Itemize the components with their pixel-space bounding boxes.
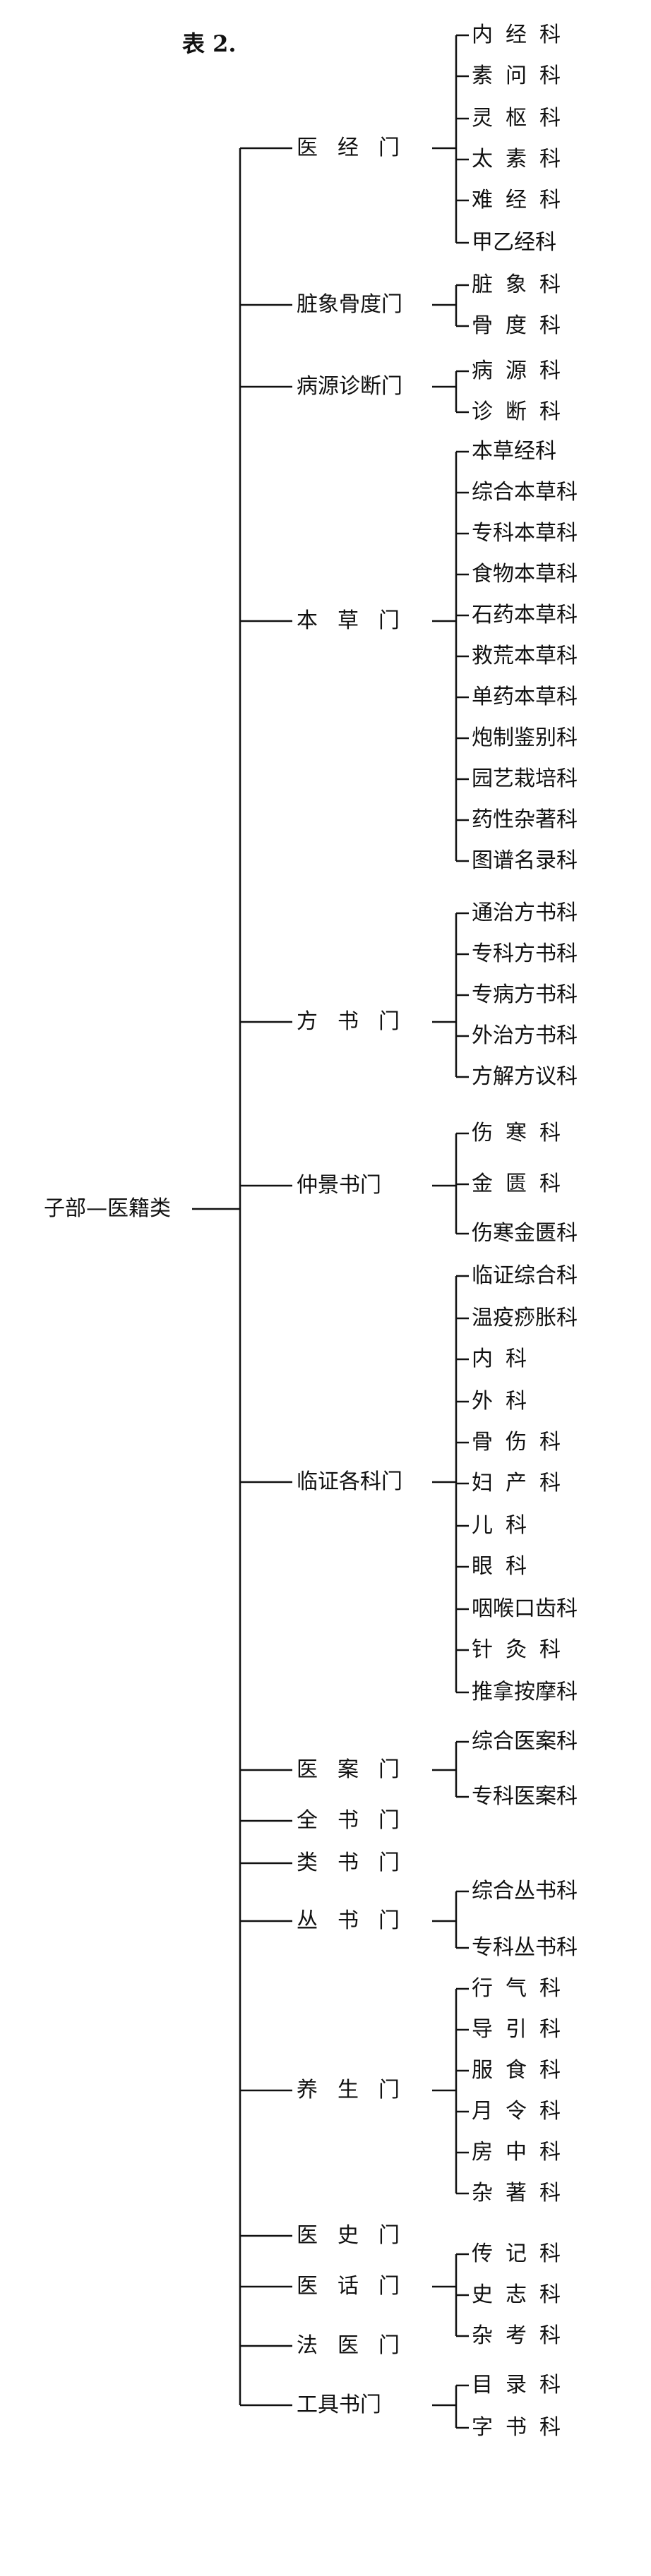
- item-label: 脏象科: [472, 272, 573, 297]
- item-label: 综合医案科: [472, 1729, 578, 1754]
- item-label: 导引科: [472, 2017, 573, 2042]
- item-label: 眼科: [472, 1554, 539, 1579]
- table-title: 表 2.: [182, 30, 237, 57]
- item-label: 临证综合科: [472, 1263, 578, 1288]
- item-label: 甲乙经科: [472, 230, 556, 255]
- item-label: 传记科: [472, 2241, 573, 2266]
- category-label: 本草门: [297, 608, 419, 633]
- item-label: 综合丛书科: [472, 1879, 578, 1903]
- category-label: 养生门: [297, 2078, 419, 2102]
- category-label: 临证各科门: [297, 1469, 402, 1494]
- item-label: 妇产科: [472, 1471, 573, 1495]
- item-label: 专科方书科: [472, 941, 578, 966]
- category-label: 医史门: [297, 2223, 419, 2248]
- item-label: 方解方议科: [472, 1064, 578, 1089]
- item-label: 字书科: [472, 2415, 573, 2440]
- item-label: 骨伤科: [472, 1430, 573, 1455]
- item-label: 食物本草科: [472, 562, 578, 586]
- item-label: 外科: [472, 1389, 539, 1414]
- item-label: 难经科: [472, 188, 573, 212]
- root-node: 子部—医籍类: [44, 1196, 171, 1221]
- item-label: 骨度科: [472, 313, 573, 338]
- item-label: 外治方书科: [472, 1023, 578, 1048]
- item-label: 诊断科: [472, 399, 573, 424]
- item-label: 月令科: [472, 2099, 573, 2124]
- item-label: 服食科: [472, 2058, 573, 2083]
- item-label: 伤寒科: [472, 1121, 573, 1145]
- category-label: 全书门: [297, 1808, 419, 1833]
- item-label: 内科: [472, 1347, 539, 1371]
- item-label: 本草经科: [472, 439, 556, 464]
- item-label: 杂考科: [472, 2323, 573, 2348]
- category-label: 医案门: [297, 1757, 419, 1782]
- item-label: 行气科: [472, 1976, 573, 2001]
- item-label: 灵枢科: [472, 106, 573, 131]
- category-label: 仲景书门: [297, 1173, 381, 1198]
- category-label: 医话门: [297, 2274, 419, 2299]
- item-label: 房中科: [472, 2140, 573, 2165]
- item-label: 专科丛书科: [472, 1935, 578, 1960]
- item-label: 金匮科: [472, 1172, 573, 1196]
- category-label: 病源诊断门: [297, 374, 402, 399]
- item-label: 史志科: [472, 2282, 573, 2307]
- item-label: 园艺栽培科: [472, 766, 578, 791]
- category-label: 工具书门: [297, 2393, 381, 2417]
- item-label: 温疫痧胀科: [472, 1306, 578, 1330]
- category-label: 类书门: [297, 1850, 419, 1875]
- item-label: 咽喉口齿科: [472, 1596, 578, 1621]
- item-label: 专科医案科: [472, 1784, 578, 1809]
- item-label: 救荒本草科: [472, 644, 578, 668]
- item-label: 药性杂著科: [472, 807, 578, 832]
- item-label: 单药本草科: [472, 685, 578, 709]
- item-label: 通治方书科: [472, 901, 578, 925]
- item-label: 炮制鉴别科: [472, 726, 578, 750]
- category-label: 脏象骨度门: [297, 292, 402, 317]
- item-label: 病源科: [472, 359, 573, 383]
- item-label: 综合本草科: [472, 480, 578, 505]
- item-label: 素问科: [472, 64, 573, 88]
- item-label: 专科本草科: [472, 521, 578, 546]
- category-label: 丛书门: [297, 1908, 419, 1933]
- category-label: 方书门: [297, 1009, 419, 1034]
- item-label: 针灸科: [472, 1637, 573, 1662]
- item-label: 图谱名录科: [472, 848, 578, 873]
- item-label: 目录科: [472, 2373, 573, 2397]
- item-label: 推拿按摩科: [472, 1680, 578, 1704]
- item-label: 石药本草科: [472, 603, 578, 627]
- item-label: 儿科: [472, 1513, 539, 1538]
- item-label: 杂著科: [472, 2181, 573, 2205]
- item-label: 专病方书科: [472, 982, 578, 1007]
- item-label: 内经科: [472, 23, 573, 47]
- item-label: 太素科: [472, 147, 573, 171]
- category-label: 医经门: [297, 136, 419, 160]
- category-label: 法医门: [297, 2333, 419, 2358]
- item-label: 伤寒金匮科: [472, 1221, 578, 1246]
